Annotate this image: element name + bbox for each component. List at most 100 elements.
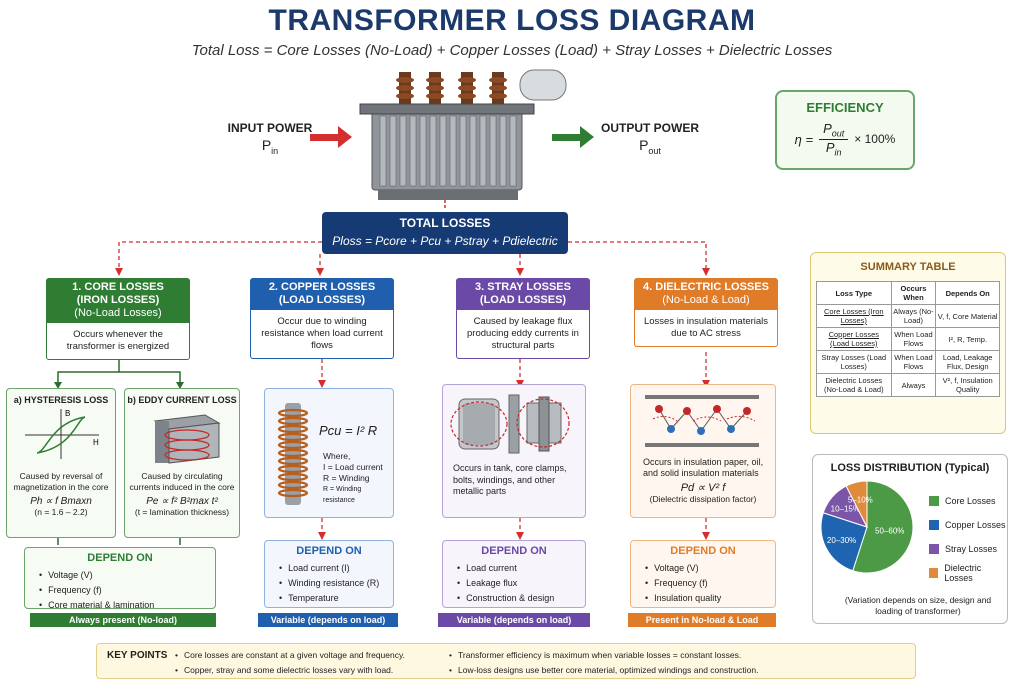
- pie-slice: [845, 480, 868, 528]
- table-row: Dielectric Losses (No-Load & Load)Always…: [816, 373, 1000, 397]
- copper-depend-box: DEPEND ON Load current (I) Winding resis…: [264, 540, 394, 608]
- dielectric-depend-list: Voltage (V) Frequency (f) Insulation qua…: [631, 557, 775, 606]
- copper-footer: Variable (depends on load): [258, 613, 398, 627]
- table-row: Stray Losses (Load Losses)When Load Flow…: [816, 350, 1000, 374]
- hysteresis-formula: Ph ∝ f Bmaxn: [30, 496, 92, 507]
- laminated-core-icon: [153, 414, 221, 464]
- efficiency-title: EFFICIENCY: [806, 100, 884, 115]
- stray-depend-title: DEPEND ON: [481, 545, 547, 557]
- page-subtitle: Total Loss = Core Losses (No-Load) + Cop…: [191, 42, 833, 59]
- dielectric-losses-card: 4. DIELECTRIC LOSSES(No-Load & Load) Los…: [634, 278, 778, 347]
- stray-panel: Occurs in tank, core clamps, bolts, wind…: [442, 384, 586, 518]
- list-item: Voltage (V): [39, 568, 215, 583]
- table-header: Loss Type: [816, 281, 892, 305]
- input-power-label: INPUT POWER: [227, 121, 313, 135]
- transformer-icon: [359, 69, 567, 200]
- copper-panel: Pcu = I² R Where, I = Load current R = W…: [264, 388, 394, 518]
- list-item: Insulation quality: [645, 591, 775, 606]
- dielectric-losses-desc: Losses in insulation materials due to AC…: [634, 310, 778, 347]
- pie-slice: [852, 480, 914, 574]
- stray-panel-text: Occurs in tank, core clamps, bolts, wind…: [453, 463, 567, 496]
- summary-table-box: SUMMARY TABLE Loss Type Occurs When Depe…: [810, 252, 1006, 434]
- core-losses-card: 1. CORE LOSSES(IRON LOSSES)(No-Load Loss…: [46, 278, 190, 360]
- core-depend-box: DEPEND ON Voltage (V) Frequency (f) Core…: [24, 547, 216, 610]
- structural-parts-icon: [450, 394, 570, 454]
- list-item: Leakage flux: [457, 576, 585, 591]
- list-item: Voltage (V): [645, 561, 775, 576]
- legend-item: Stray Losses: [929, 537, 1007, 561]
- dielectric-losses-header: 4. DIELECTRIC LOSSES(No-Load & Load): [634, 278, 778, 310]
- copper-losses-header: 2. COPPER LOSSES(LOAD LOSSES): [250, 278, 394, 310]
- efficiency-formula: η = Pout Pin × 100%: [794, 121, 896, 158]
- svg-text:B: B: [65, 409, 70, 418]
- dielectric-panel: Occurs in insulation paper, oil, and sol…: [630, 384, 776, 518]
- total-losses-formula: Ploss = Pcore + Pcu + Pstray + Pdielectr…: [332, 234, 558, 248]
- list-item: Winding resistance (R): [279, 576, 393, 591]
- core-depend-list: Voltage (V) Frequency (f) Core material …: [25, 564, 215, 613]
- legend-swatch: [929, 520, 939, 530]
- key-point: Low-loss designs use better core materia…: [449, 665, 758, 675]
- dielectric-depend-title: DEPEND ON: [670, 545, 736, 557]
- input-arrow-icon: [310, 126, 352, 148]
- insulation-molecule-icon: [645, 395, 759, 447]
- copper-depend-title: DEPEND ON: [296, 545, 362, 557]
- copper-where: Where, I = Load current R = Winding R = …: [323, 451, 383, 504]
- legend-swatch: [929, 544, 939, 554]
- pie-label: 5–10%: [848, 495, 873, 504]
- core-losses-desc: Occurs whenever the transformer is energ…: [46, 323, 190, 360]
- hysteresis-loop-icon: B H: [25, 409, 99, 459]
- output-power-symbol: Pout: [639, 137, 661, 156]
- legend-item: Copper Losses: [929, 513, 1007, 537]
- stray-depend-list: Load current Leakage flux Construction &…: [443, 557, 585, 606]
- table-header: Occurs When: [890, 281, 937, 305]
- dielectric-note: (Dielectric dissipation factor): [649, 494, 757, 504]
- hysteresis-note: (n = 1.6 – 2.2): [34, 507, 88, 517]
- hysteresis-title: a) HYSTERESIS LOSS: [13, 395, 109, 405]
- page-title: TRANSFORMER LOSS DIAGRAM: [268, 4, 756, 37]
- pie-label: 20–30%: [827, 536, 856, 545]
- list-item: Load current: [457, 561, 585, 576]
- hysteresis-desc: Caused by reversal of magnetization in t…: [13, 471, 109, 492]
- hysteresis-panel: a) HYSTERESIS LOSS B H Caused by reversa…: [6, 388, 116, 538]
- summary-table: Loss Type Occurs When Depends On Core Lo…: [816, 281, 1000, 397]
- efficiency-box: EFFICIENCY η = Pout Pin × 100%: [775, 90, 915, 170]
- list-item: Core material & lamination: [39, 598, 215, 613]
- key-point: Copper, stray and some dielectric losses…: [175, 665, 393, 675]
- pie-label: 10–15%: [831, 504, 860, 513]
- output-power-label: OUTPUT POWER: [601, 121, 699, 135]
- legend-swatch: [929, 568, 939, 578]
- core-depend-title: DEPEND ON: [87, 552, 153, 564]
- stray-losses-desc: Caused by leakage flux producing eddy cu…: [456, 310, 590, 359]
- stray-losses-header: 3. STRAY LOSSES(LOAD LOSSES): [456, 278, 590, 310]
- eddy-note: (t = lamination thickness): [134, 507, 230, 517]
- input-power-symbol: Pin: [261, 137, 279, 156]
- eddy-title: b) EDDY CURRENT LOSS: [127, 395, 237, 405]
- svg-text:H: H: [93, 438, 99, 447]
- distribution-legend: Core Losses Copper Losses Stray Losses D…: [929, 489, 1007, 585]
- output-arrow-icon: [552, 126, 594, 148]
- pie-label: 50–60%: [875, 527, 904, 536]
- legend-swatch: [929, 496, 939, 506]
- list-item: Construction & design: [457, 591, 585, 606]
- pie-slice: [820, 512, 868, 572]
- summary-title: SUMMARY TABLE: [860, 261, 956, 273]
- distribution-title: LOSS DISTRIBUTION (Typical): [830, 462, 990, 474]
- legend-item: Core Losses: [929, 489, 1007, 513]
- copper-depend-list: Load current (I) Winding resistance (R) …: [265, 557, 393, 606]
- core-footer: Always present (No-load): [30, 613, 216, 627]
- list-item: Frequency (f): [39, 583, 215, 598]
- copper-coil-icon: [277, 403, 309, 505]
- copper-losses-card: 2. COPPER LOSSES(LOAD LOSSES) Occur due …: [250, 278, 394, 359]
- key-point: Core losses are constant at a given volt…: [175, 650, 405, 660]
- eddy-desc: Caused by circulating currents induced i…: [129, 471, 235, 492]
- distribution-pie-chart: 50–60% 20–30% 10–15%5–10%: [820, 480, 914, 574]
- total-losses-box: TOTAL LOSSES Ploss = Pcore + Pcu + Pstra…: [322, 212, 568, 254]
- stray-footer: Variable (depends on load): [438, 613, 590, 627]
- table-row: Copper Losses (Load Losses)When Load Flo…: [816, 327, 1000, 351]
- eddy-formula: Pe ∝ f² B²max t²: [146, 496, 218, 507]
- dielectric-panel-text: Occurs in insulation paper, oil, and sol…: [643, 457, 764, 478]
- copper-losses-desc: Occur due to winding resistance when loa…: [250, 310, 394, 359]
- table-header: Depends On: [935, 281, 1000, 305]
- copper-formula: Pcu = I² R: [319, 423, 378, 438]
